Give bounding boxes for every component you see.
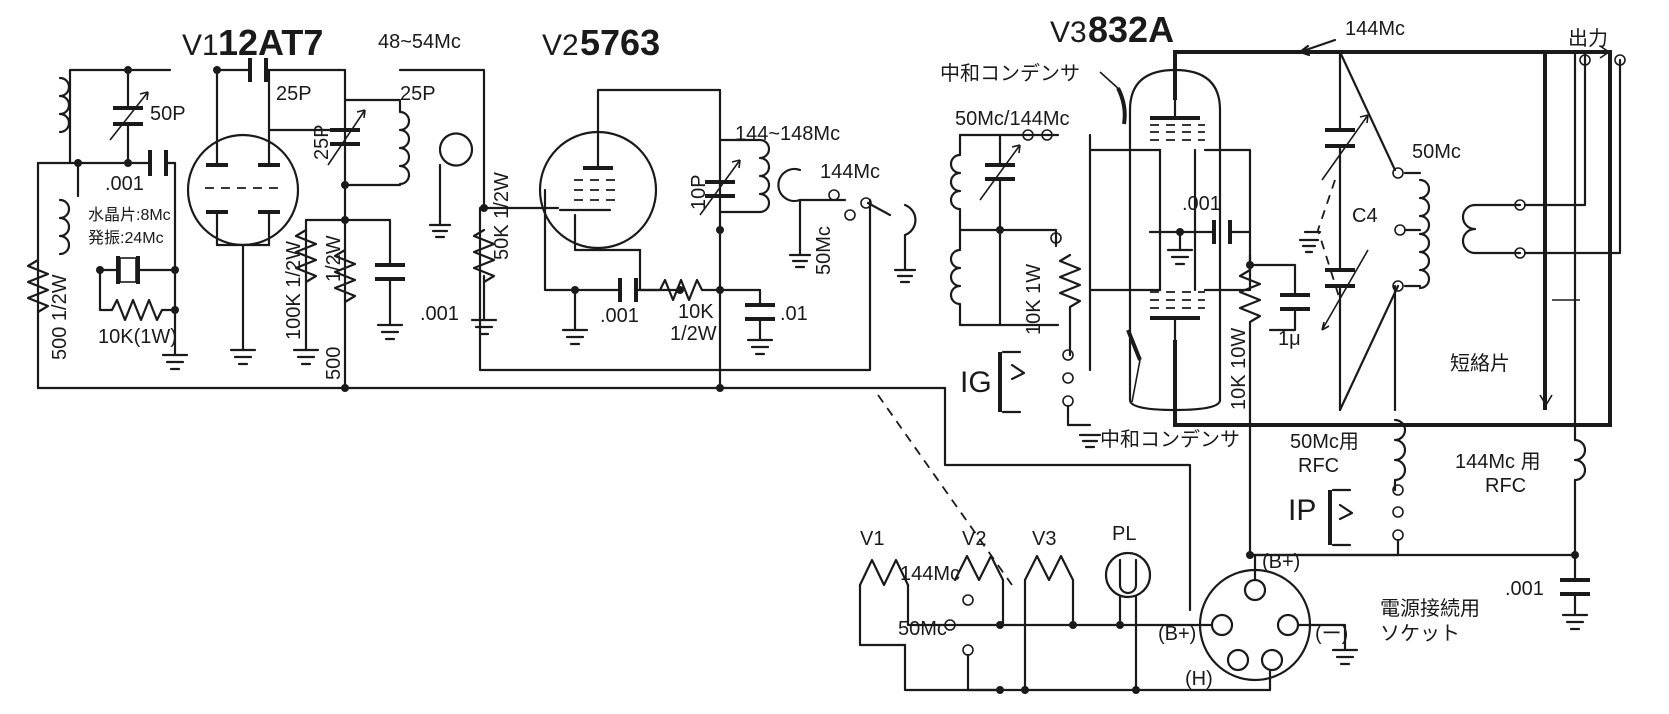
label-10k-1w-a: 10K(1W): [98, 326, 177, 348]
label-sw-50-a: 50Mc: [813, 226, 835, 275]
label-band1: 48~54Mc: [378, 31, 461, 53]
label-band3: 50Mc/144Mc: [955, 108, 1070, 130]
label-100k: 100K 1/2W: [283, 241, 305, 340]
label-rfc50-b: RFC: [1298, 455, 1339, 477]
coil-l1: [58, 76, 71, 134]
label-heater-v2: V2: [962, 528, 986, 550]
label-001-d: .001: [1182, 193, 1221, 215]
label-001-b: .001: [420, 303, 459, 325]
label-10p: 10P: [688, 174, 710, 210]
label-sw-50-b: 50Mc: [898, 618, 947, 640]
label-500: 500: [323, 347, 345, 380]
label-25p-a: 25P: [276, 83, 312, 105]
label-001-a: .001: [105, 173, 144, 195]
label-output: 出力: [1568, 27, 1608, 50]
label-out-50: 50Mc: [1412, 141, 1461, 163]
label-shorting-bar: 短絡片: [1450, 352, 1510, 375]
label-pin-h: (H): [1185, 668, 1213, 690]
label-osc: 発振:24Mc: [88, 229, 164, 247]
label-001-e: .001: [1505, 578, 1544, 600]
label-25p-b: 25P: [400, 83, 436, 105]
v2-ref: V2: [542, 29, 579, 62]
v1-stage: [26, 58, 947, 392]
label-crystal: 水晶片:8Mc: [88, 206, 171, 224]
label-half: 1/2W: [323, 235, 345, 282]
labels: V1 12AT7 V2 5763 V3 832A 50P .001 水晶片:8M…: [49, 9, 1608, 690]
label-25p-var: 25P: [311, 124, 333, 160]
v3-tube: [1128, 68, 1222, 412]
power-section: [858, 386, 1359, 694]
v2-type: 5763: [580, 22, 660, 63]
label-10k-half: 10K: [678, 301, 714, 323]
label-band2: 144~148Mc: [735, 123, 840, 145]
label-socket-a: 電源接続用: [1380, 597, 1480, 620]
label-10k-10w: 10K 10W: [1228, 328, 1250, 410]
v3-ref: V3: [1050, 16, 1087, 49]
label-heater-v3: V3: [1032, 528, 1056, 550]
label-pin-bplus-left: (B+): [1158, 623, 1196, 645]
label-50p: 50P: [150, 103, 186, 125]
v3-stage: [877, 38, 1626, 631]
label-rfc50-a: 50Mc用: [1290, 431, 1359, 453]
label-socket-b: ソケット: [1380, 623, 1460, 645]
label-ip: IP: [1288, 494, 1316, 527]
label-rfc144-a: 144Mc 用: [1455, 451, 1541, 473]
label-c4: C4: [1352, 205, 1378, 227]
label-pilot: PL: [1112, 523, 1136, 545]
label-10k-half-w: 1/2W: [670, 323, 717, 345]
label-sw-144-b: 144Mc: [900, 563, 960, 585]
label-rfc144-b: RFC: [1485, 475, 1526, 497]
label-1u: 1μ: [1278, 328, 1301, 350]
label-neut-top: 中和コンデンサ: [940, 62, 1080, 85]
label-band4: 144Mc: [1345, 18, 1405, 40]
label-500-half: 500 1/2W: [49, 274, 71, 360]
v1-ref: V1: [182, 29, 219, 62]
v3-type: 832A: [1088, 9, 1174, 50]
label-pin-minus: (ー): [1315, 623, 1348, 645]
v1-type: 12AT7: [218, 22, 323, 63]
v1-tube: [186, 133, 300, 247]
v2-stage: [398, 68, 917, 392]
label-50k: 50K 1/2W: [491, 172, 513, 260]
label-sw-144-a: 144Mc: [820, 161, 880, 183]
label-10k-1w-b: 10K 1W: [1023, 264, 1045, 335]
label-ig: IG: [960, 366, 992, 399]
label-01: .01: [780, 303, 808, 325]
label-pin-bplus-top: (B+): [1262, 551, 1300, 573]
label-001-c: .001: [600, 305, 639, 327]
pilot-lamp: [1104, 551, 1152, 599]
label-neut-bottom: 中和コンデンサ: [1100, 428, 1240, 451]
label-heater-v1: V1: [860, 528, 884, 550]
power-socket: [1198, 568, 1312, 682]
